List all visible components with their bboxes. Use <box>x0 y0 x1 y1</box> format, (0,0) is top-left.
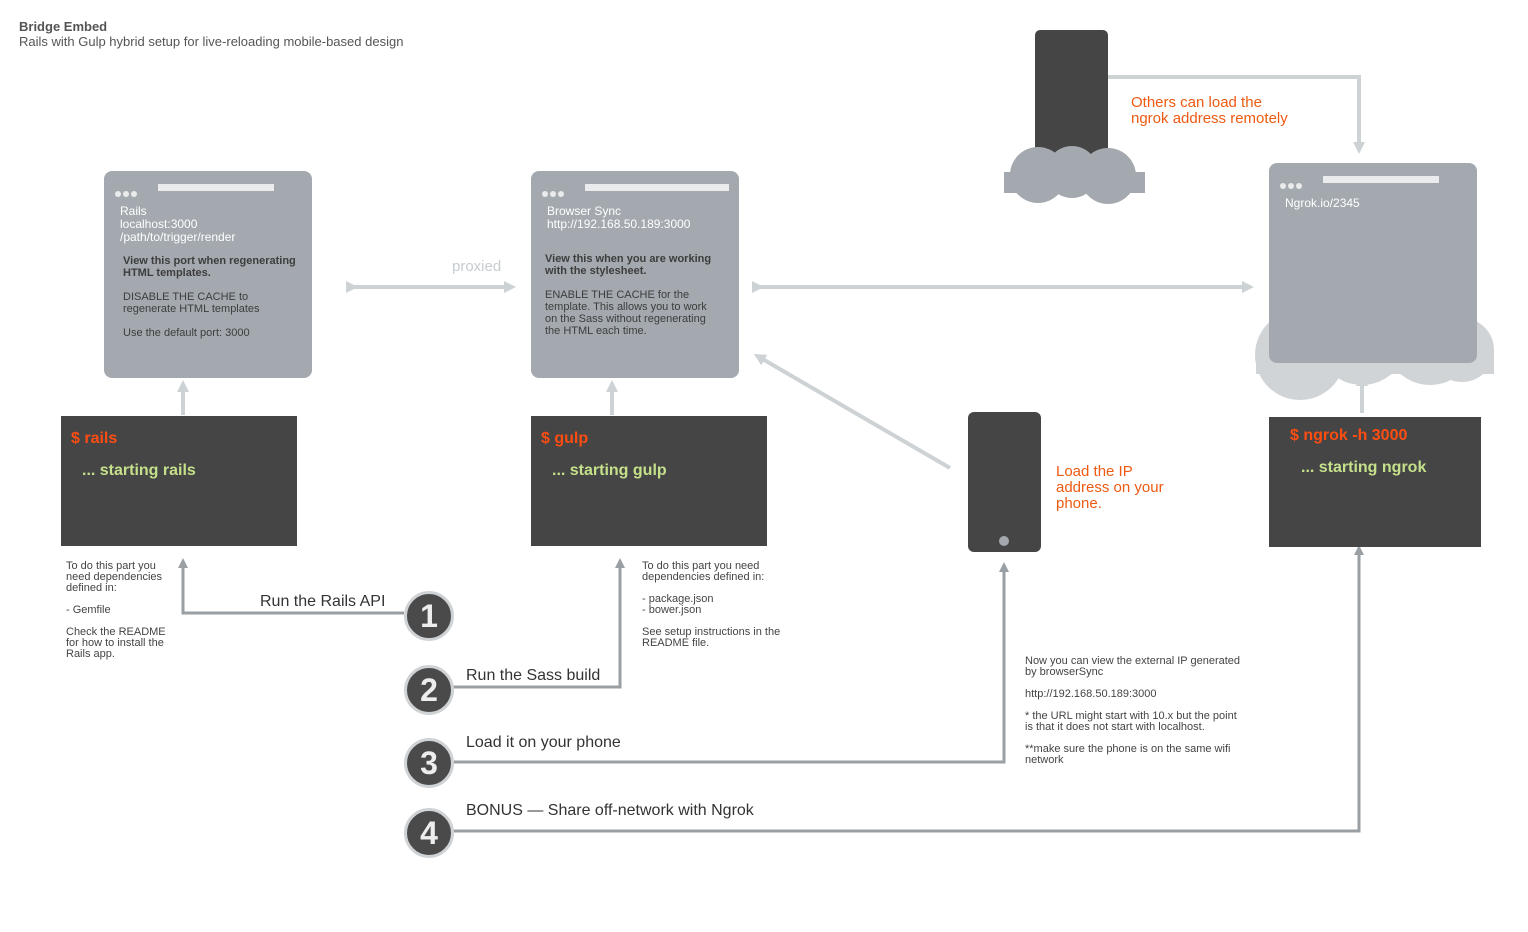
address-bar <box>1323 176 1439 183</box>
connector-step3 <box>452 562 1009 764</box>
browser-label: Browser Sync <box>547 204 622 218</box>
browser-cache-note: DISABLE THE CACHE to regenerate HTML tem… <box>123 291 260 315</box>
browser-bold-note: View this port when regenerating HTML te… <box>123 255 296 279</box>
page-subtitle: Rails with Gulp hybrid setup for live-re… <box>19 34 404 49</box>
step-2-badge: 2 <box>404 665 454 715</box>
address-bar <box>585 184 729 191</box>
rails-browser-window: Rails localhost:3000 /path/to/trigger/re… <box>104 171 312 378</box>
terminal-command: $ gulp <box>541 430 589 447</box>
remote-device <box>1035 30 1108 180</box>
address-bar <box>158 184 274 191</box>
browser-host: http://192.168.50.189:3000 <box>547 217 691 231</box>
phone-load-label: Load the IP address on your phone. <box>1056 463 1164 512</box>
page-title: Bridge Embed <box>19 19 108 34</box>
terminal-output: ... starting rails <box>82 462 196 479</box>
window-controls <box>1280 176 1304 194</box>
terminal-output: ... starting ngrok <box>1301 459 1427 476</box>
step-1-badge: 1 <box>404 591 454 641</box>
step-1-label: Run the Rails API <box>260 593 386 610</box>
browser-path: /path/to/trigger/render <box>120 230 236 244</box>
step-4-badge: 4 <box>404 808 454 858</box>
browser-port-note: Use the default port: 3000 <box>123 327 250 339</box>
gulp-dependencies-note: To do this part you need dependencies de… <box>642 560 781 649</box>
arrow-phone-sync <box>753 353 952 470</box>
phone-info-note: Now you can view the external IP generat… <box>1025 655 1241 766</box>
browser-bold-note: View this when you are working with the … <box>545 253 712 277</box>
phone-home-button <box>999 536 1009 546</box>
step-3-label: Load it on your phone <box>466 734 621 751</box>
browser-host: localhost:3000 <box>120 217 198 231</box>
browser-host: Ngrok.io/2345 <box>1285 196 1360 210</box>
step-3-badge: 3 <box>404 738 454 788</box>
terminal-command: $ rails <box>71 430 118 447</box>
browser-label: Rails <box>120 204 147 218</box>
ngrok-terminal: $ ngrok -h 3000 ... starting ngrok <box>1269 417 1481 547</box>
browser-cache-note: ENABLE THE CACHE for the template. This … <box>545 289 707 337</box>
terminal-command: $ ngrok -h 3000 <box>1290 427 1408 444</box>
window-controls <box>115 184 139 202</box>
step-4-label: BONUS — Share off-network with Ngrok <box>466 802 754 819</box>
terminal-output: ... starting gulp <box>552 462 667 479</box>
remote-cloud <box>1004 146 1145 204</box>
connector-step1 <box>178 558 404 615</box>
ngrok-browser-window: Ngrok.io/2345 <box>1269 163 1477 363</box>
step-2-label: Run the Sass build <box>466 667 601 684</box>
remote-access-label: Others can load the ngrok address remote… <box>1131 94 1288 127</box>
arrow-remote-ngrok <box>1108 75 1365 154</box>
proxied-label: proxied <box>452 258 502 275</box>
window-controls <box>542 184 566 202</box>
connector-step4 <box>452 545 1364 833</box>
rails-dependencies-note: To do this part you need dependencies de… <box>66 560 166 660</box>
browsersync-browser-window: Browser Sync http://192.168.50.189:3000 … <box>531 171 739 378</box>
connector-step2 <box>452 558 625 689</box>
rails-terminal: $ rails ... starting rails <box>61 416 297 546</box>
phone-device <box>968 412 1041 552</box>
gulp-terminal: $ gulp ... starting gulp <box>531 416 767 546</box>
